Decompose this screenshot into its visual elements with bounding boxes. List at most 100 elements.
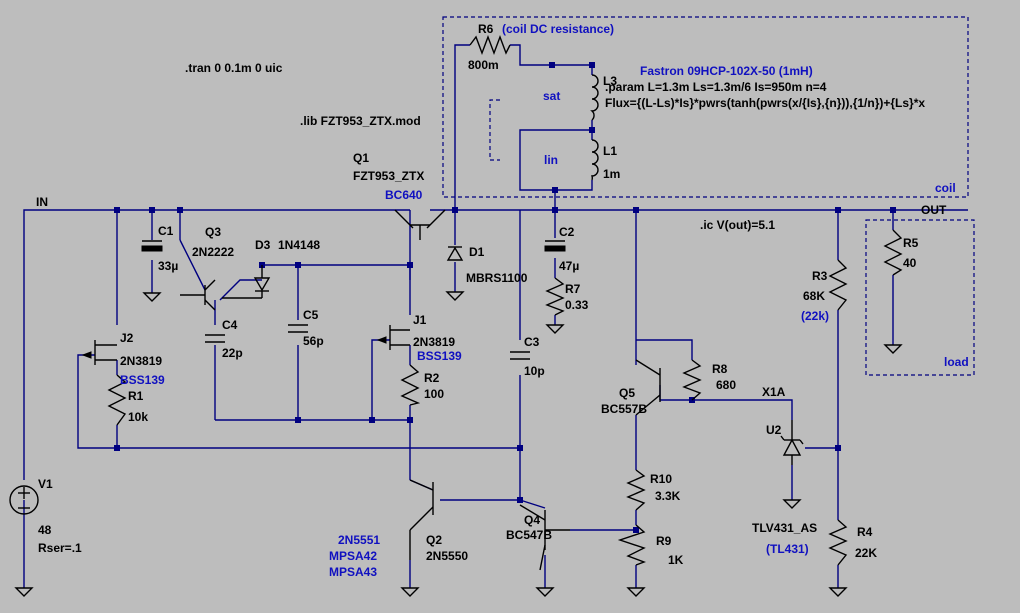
r2-value: 100 (424, 387, 444, 401)
u2-net: X1A (762, 385, 786, 399)
r5-ref: R5 (903, 236, 919, 250)
r9-ref: R9 (656, 534, 672, 548)
c3-value: 10p (524, 364, 545, 378)
resistor-r1[interactable] (107, 374, 127, 426)
c4-ref: C4 (222, 318, 238, 332)
q3-value: 2N2222 (192, 245, 234, 259)
lin-label: lin (544, 153, 558, 167)
diode-d3[interactable] (222, 265, 271, 299)
d3-value: 1N4148 (278, 238, 320, 252)
q1-value: FZT953_ZTX (353, 169, 424, 183)
transistor-q1[interactable] (394, 209, 446, 240)
j2-alt: BSS139 (120, 373, 165, 387)
r6-note: (coil DC resistance) (502, 22, 614, 36)
c1-value: 33µ (158, 259, 178, 273)
jfet-j1[interactable] (376, 325, 410, 350)
q2-value: 2N5550 (426, 549, 468, 563)
r8-value: 680 (716, 378, 736, 392)
v1-value: 48 (38, 523, 52, 537)
q2-ref: Q2 (426, 533, 442, 547)
r8-ref: R8 (712, 362, 728, 376)
transistor-q4[interactable] (519, 504, 570, 571)
resistor-r2[interactable] (400, 364, 421, 406)
transistor-q2[interactable] (409, 479, 434, 560)
c1-ref: C1 (158, 224, 174, 238)
ground-icons (14, 291, 903, 597)
inductor-l3[interactable] (590, 74, 599, 121)
r9-value: 1K (668, 553, 684, 567)
c5-ref: C5 (303, 308, 319, 322)
ic-directive[interactable]: .ic V(out)=5.1 (700, 218, 775, 232)
lib-directive[interactable]: .lib FZT953_ZTX.mod (300, 114, 421, 128)
r1-value: 10k (128, 410, 148, 424)
r6-ref: R6 (478, 22, 494, 36)
c2-ref: C2 (559, 225, 575, 239)
jfet-j2[interactable] (81, 340, 117, 365)
d3-ref: D3 (255, 238, 271, 252)
capacitor-c2[interactable] (544, 240, 566, 252)
core-link (489, 99, 500, 161)
c2-value: 47µ (559, 259, 579, 273)
u2-value: TLV431_AS (752, 521, 817, 535)
transistor-q3[interactable] (180, 279, 216, 311)
c5-value: 56p (303, 334, 324, 348)
q2-alt1: 2N5551 (338, 533, 380, 547)
u2-ref: U2 (766, 423, 782, 437)
resistor-r6[interactable] (469, 35, 511, 55)
q1-ref: Q1 (353, 151, 369, 165)
l3-title: Fastron 09HCP-102X-50 (1mH) (640, 64, 813, 78)
resistor-r9[interactable] (617, 524, 646, 566)
resistor-r4[interactable] (828, 519, 848, 566)
c4-value: 22p (222, 346, 243, 360)
l1-ref: L1 (603, 144, 617, 158)
u2-alt: (TL431) (766, 542, 809, 556)
tran-directive[interactable]: .tran 0 0.1m 0 uic (185, 61, 283, 75)
r4-value: 22K (855, 546, 877, 560)
r6-value: 800m (468, 58, 499, 72)
r7-ref: R7 (565, 282, 581, 296)
resistor-r7[interactable] (545, 277, 565, 316)
diode-d1[interactable] (446, 246, 464, 261)
q5-ref: Q5 (619, 386, 635, 400)
q3-ref: Q3 (205, 225, 221, 239)
d1-value: MBRS1100 (466, 271, 528, 285)
voltage-source-v1[interactable] (9, 485, 39, 515)
r7-value: 0.33 (565, 298, 589, 312)
r5-value: 40 (903, 256, 917, 270)
flux-directive[interactable]: Flux={(L-Ls)*Is}*pwrs(tanh(pwrs(x/{Is},{… (605, 96, 925, 110)
j2-ref: J2 (120, 331, 134, 345)
r2-ref: R2 (424, 371, 440, 385)
resistor-r3[interactable] (828, 259, 848, 311)
r3-alt: (22k) (801, 309, 829, 323)
junction-dots (114, 62, 896, 533)
param-directive[interactable]: .param L=1.3m Ls=1.3m/6 Is=950m n=4 (605, 80, 827, 94)
r1-ref: R1 (128, 389, 144, 403)
j1-value: 2N3819 (413, 335, 455, 349)
r3-value: 68K (803, 289, 825, 303)
resistor-r10[interactable] (626, 469, 646, 511)
resistor-r8[interactable] (682, 359, 702, 401)
coil-box-label: coil (935, 181, 956, 195)
d1-ref: D1 (469, 245, 485, 259)
r3-ref: R3 (812, 269, 828, 283)
capacitor-c4[interactable] (205, 334, 225, 343)
inductor-l1[interactable] (591, 139, 599, 181)
r10-value: 3.3K (655, 489, 681, 503)
r10-ref: R10 (650, 472, 672, 486)
q5-value: BC557B (601, 402, 647, 416)
capacitor-c1[interactable] (141, 240, 163, 252)
shunt-regulator-u2[interactable] (780, 420, 804, 465)
v1-rser: Rser=.1 (38, 541, 82, 555)
j2-value: 2N3819 (120, 354, 162, 368)
q2-alt3: MPSA43 (329, 565, 377, 579)
transistor-q5[interactable] (635, 359, 661, 416)
net-out: OUT (921, 203, 947, 217)
v1-ref: V1 (38, 477, 53, 491)
l1-value: 1m (603, 167, 620, 181)
q1-alt: BC640 (385, 188, 423, 202)
resistor-r5[interactable] (883, 229, 903, 276)
capacitor-c3[interactable] (510, 351, 530, 360)
capacitor-c5[interactable] (288, 324, 308, 333)
load-box (865, 219, 975, 376)
